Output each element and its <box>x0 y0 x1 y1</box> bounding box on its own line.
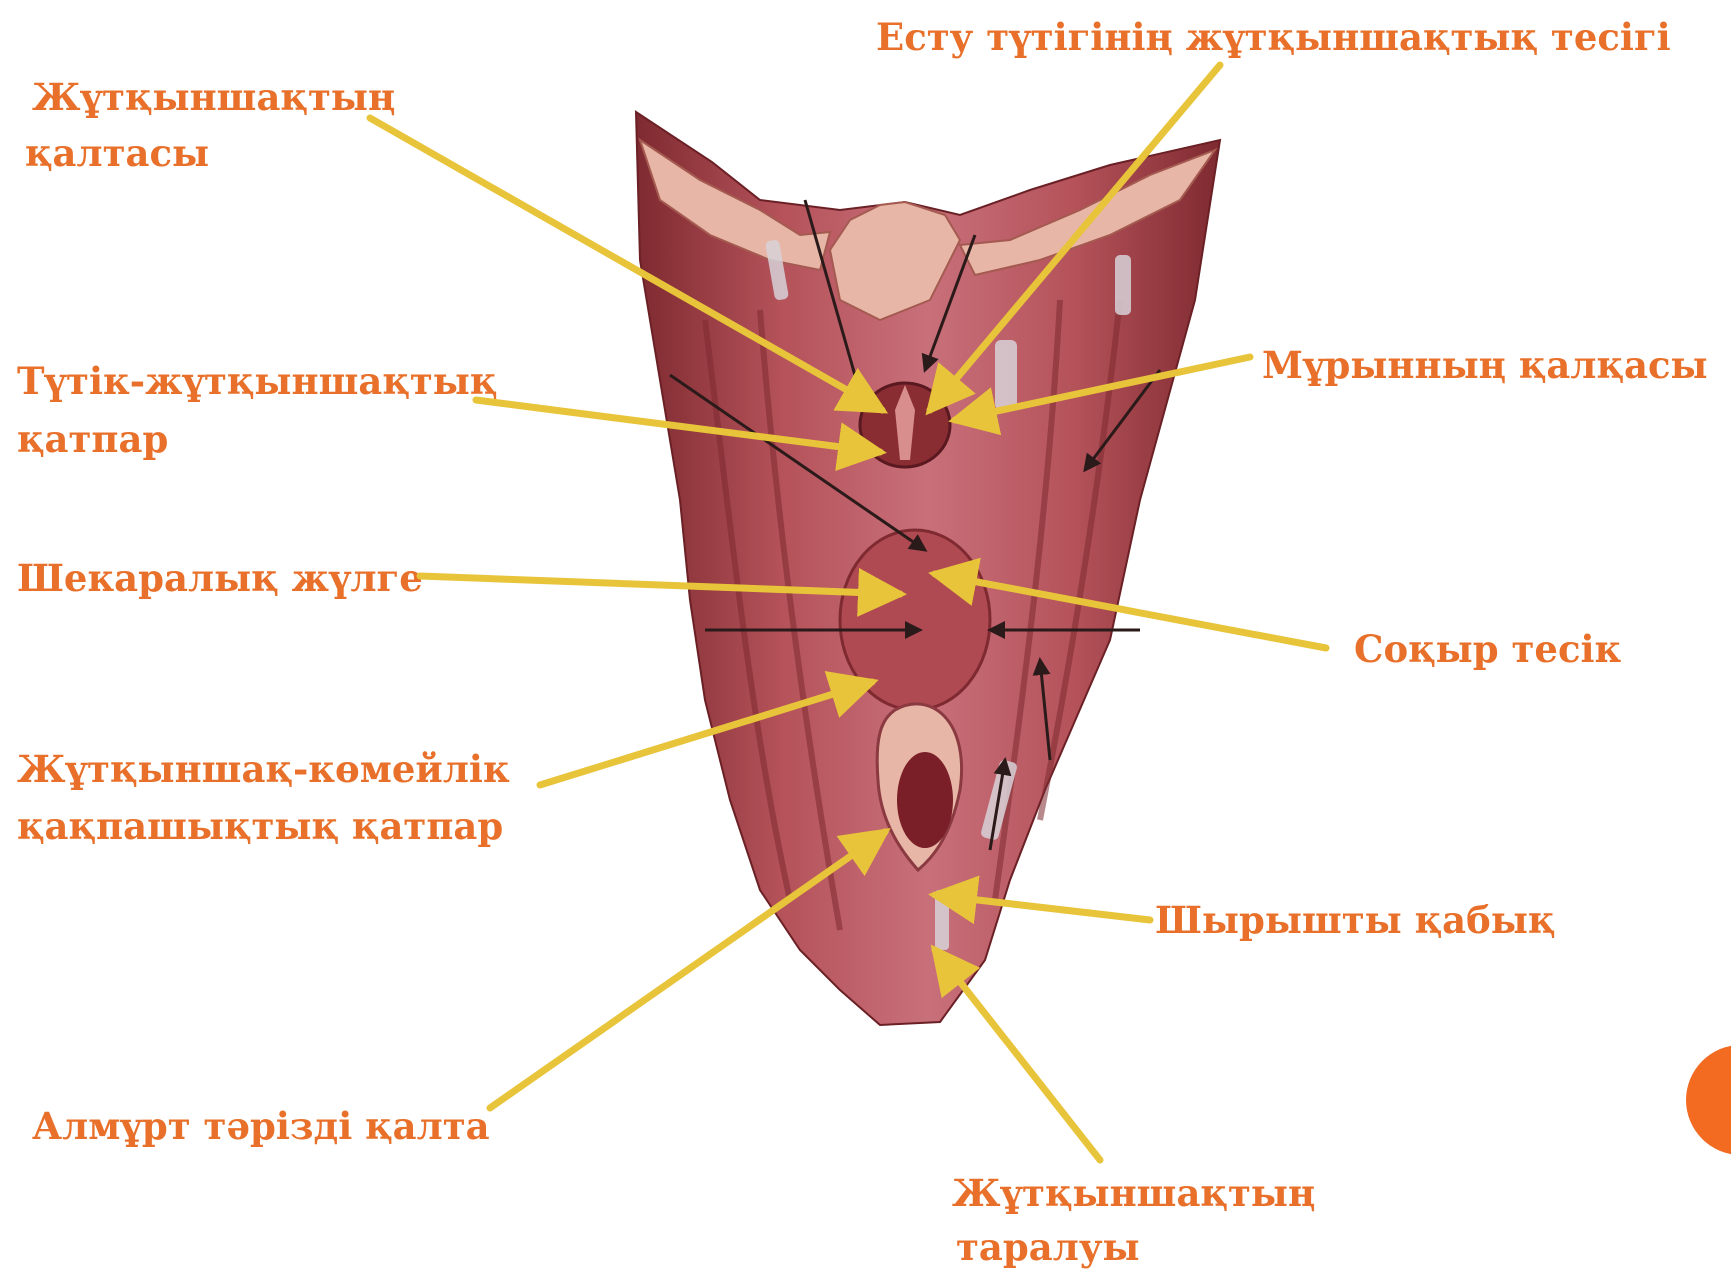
pointer-pharynx-division <box>935 950 1100 1160</box>
larynx-inlet <box>897 752 953 848</box>
pharynx-specimen <box>636 112 1220 1025</box>
